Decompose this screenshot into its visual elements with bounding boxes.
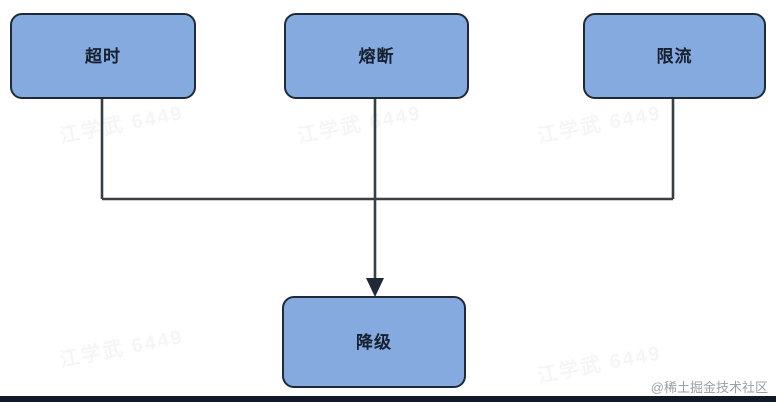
node-timeout-label: 超时 <box>85 46 121 66</box>
node-degrade[interactable]: 降级 <box>282 296 466 388</box>
node-degrade-label: 降级 <box>356 332 392 352</box>
bottom-strip <box>0 396 776 402</box>
node-fuse[interactable]: 熔断 <box>284 13 469 99</box>
node-fuse-label: 熔断 <box>358 46 395 66</box>
credit-watermark: @稀土掘金技术社区 <box>650 380 768 395</box>
node-timeout[interactable]: 超时 <box>10 13 196 99</box>
node-limit-label: 限流 <box>656 46 693 66</box>
arrowhead-icon <box>366 278 384 297</box>
node-limit[interactable]: 限流 <box>583 13 766 99</box>
